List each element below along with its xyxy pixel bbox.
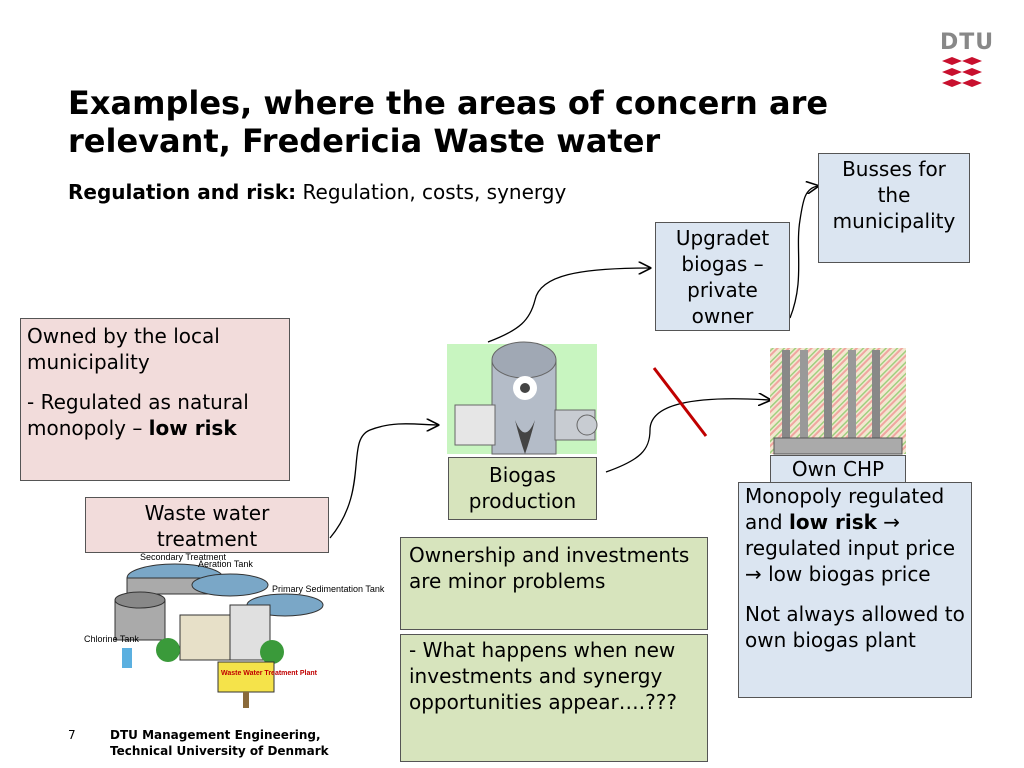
- owned-line1: Owned by the local municipality: [27, 324, 220, 374]
- label-chlorine-tank: Chlorine Tank: [84, 634, 139, 644]
- slide-subtitle: Regulation and risk: Regulation, costs, …: [68, 180, 566, 204]
- owned-line2b: low risk: [148, 416, 237, 440]
- arrow-biogas-to-upgraded: [487, 268, 650, 343]
- chp-plant-icon: [770, 348, 906, 455]
- footer-line2: Technical University of Denmark: [110, 744, 329, 758]
- arrow-upgraded-to-busses: [789, 186, 818, 319]
- busses-box: Busses for the municipality: [818, 153, 970, 263]
- monopoly-c: → regulated input price → low biogas pri…: [745, 510, 956, 586]
- monopoly-a: Monopoly regulated and: [745, 484, 945, 534]
- owned-line2a: - Regulated as natural monopoly –: [27, 390, 249, 440]
- subtitle-bold: Regulation and risk:: [68, 180, 297, 204]
- upgraded-box: Upgradet biogas – private owner: [655, 222, 790, 331]
- label-secondary-treatment: Secondary Treatment: [140, 552, 227, 562]
- monopoly-d: Not always allowed to own biogas plant: [745, 602, 965, 652]
- slide-title: Examples, where the areas of concern are…: [68, 84, 829, 160]
- owned-box: Owned by the local municipality - Regula…: [20, 318, 290, 481]
- cross-out-line: [652, 367, 708, 437]
- monopoly-b: low risk: [788, 510, 877, 534]
- monopoly-text: Monopoly regulated and low risk → regula…: [745, 483, 965, 587]
- what-happens-box: - What happens when new investments and …: [400, 634, 708, 762]
- arrow-biogas-to-chp: [605, 399, 770, 473]
- own-chp-box: Own CHP: [770, 455, 906, 484]
- page-number: 7: [68, 728, 76, 742]
- logo-waves: [942, 57, 982, 87]
- footer-line1: DTU Management Engineering,: [110, 728, 321, 742]
- ownership-box: Ownership and investments are minor prob…: [400, 537, 708, 630]
- biogas-box: Biogas production: [448, 457, 597, 520]
- label-treatment-sign: Waste Water Treatment Plant: [221, 670, 318, 677]
- waste-water-box: Waste water treatment: [85, 497, 329, 553]
- biogas-plant-icon: [447, 341, 598, 455]
- monopoly-box: Monopoly regulated and low risk → regula…: [738, 482, 972, 698]
- subtitle-rest: Regulation, costs, synergy: [296, 180, 567, 204]
- label-aeration-tank: Aeration Tank: [198, 559, 253, 569]
- treatment-plant-icon: [114, 563, 324, 708]
- arrow-waste-to-biogas: [329, 424, 438, 539]
- owned-line2: - Regulated as natural monopoly – low ri…: [27, 389, 283, 441]
- label-primary-sedimentation: Primary Sedimentation Tank: [272, 584, 385, 594]
- footer-org: DTU Management Engineering, Technical Un…: [110, 727, 329, 759]
